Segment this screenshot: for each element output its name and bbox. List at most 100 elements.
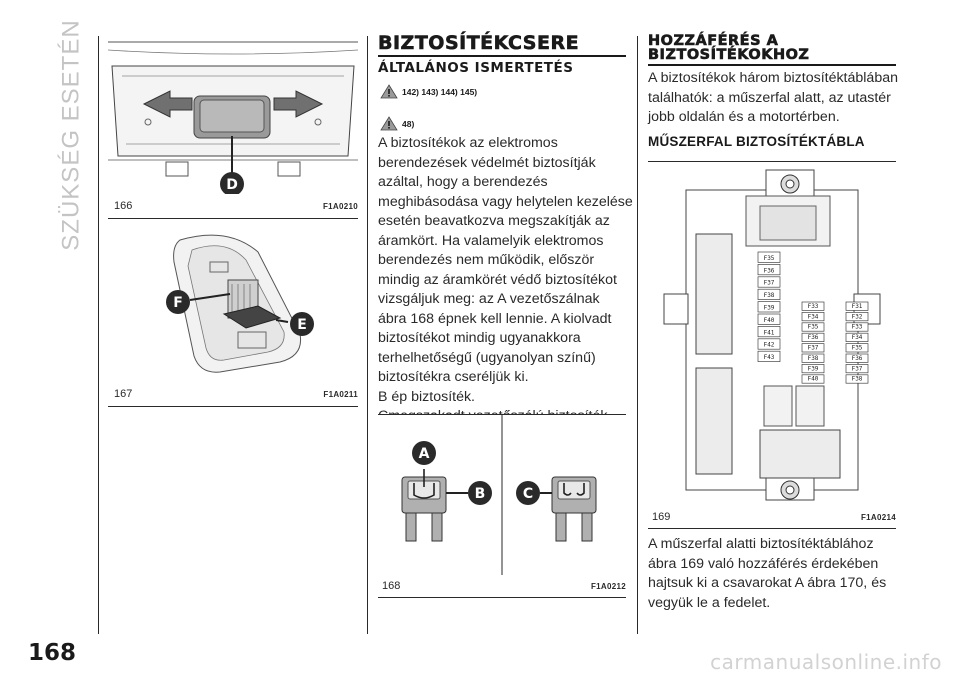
- section-label-text: SZÜKSÉG ESETÉN: [58, 19, 86, 251]
- callout-b: B: [475, 486, 486, 502]
- watermark: carmanualsonline.info: [710, 650, 942, 674]
- figure-168-rule: [378, 597, 626, 598]
- fuse-label: F40: [764, 317, 775, 324]
- access-title-line1: HOZZÁFÉRÉS A: [648, 33, 779, 49]
- outro-line: hajtsuk ki a csavarokat A ábra 170, és: [648, 575, 887, 591]
- body-line: esetén beavatkozva megszakítják az: [378, 213, 610, 229]
- access-instructions: A műszerfal alatti biztosítéktáblához áb…: [648, 535, 908, 613]
- callout-d: D: [226, 177, 238, 193]
- figure-167-caption: 167 F1A0211: [114, 388, 358, 400]
- warning-refs-2-text: 48): [402, 118, 415, 129]
- callout-c: C: [523, 486, 533, 502]
- outro-line: vegyük le a fedelet.: [648, 594, 771, 611]
- dashboard-fuse-box-heading: MŰSZERFAL BIZTOSÍTÉKTÁBLA: [648, 134, 865, 149]
- body-line: biztosítékra cseréljük ki.: [378, 369, 529, 385]
- warning-refs-1-text: 142) 143) 144) 145): [402, 86, 478, 97]
- figure-167: F E: [108, 222, 358, 380]
- figure-168-caption: 168 F1A0212: [382, 580, 626, 592]
- fuse-label: F35: [808, 324, 819, 331]
- fuse-slot: [801, 374, 825, 384]
- warning-icon: [380, 84, 398, 99]
- fuse-slot: [845, 364, 869, 374]
- figure-169-number: 169: [652, 511, 671, 523]
- figure-169-rule: [648, 528, 896, 529]
- fuse-label: F38: [808, 355, 819, 362]
- fuse-panel-cover-illustration: F E: [108, 222, 358, 380]
- callout-e: E: [297, 317, 307, 333]
- body-line: berendezés nem működik, először: [378, 252, 595, 268]
- fuse-label: F40: [808, 376, 819, 383]
- intro-line: jobb oldalán és a motortérben.: [648, 109, 840, 125]
- title-rule: [378, 55, 626, 57]
- fuse-slot: [801, 353, 825, 363]
- fuse-slot: [845, 343, 869, 353]
- column-divider-left: [98, 36, 99, 634]
- fuse-label: F32: [852, 313, 863, 320]
- body-line: terhelhetőségű (ugyanolyan színű): [378, 349, 596, 366]
- figure-166-code: F1A0210: [322, 202, 358, 211]
- body-line: azáltal, hogy a berendezés: [378, 174, 548, 190]
- warning-refs-1: 142) 143) 144) 145): [380, 84, 477, 99]
- callout-a: A: [419, 446, 430, 462]
- fuse-slot: [757, 350, 781, 362]
- figure-167-rule: [108, 406, 358, 407]
- fuse-label: F31: [852, 303, 863, 310]
- figure-166: D: [108, 36, 358, 194]
- fuse-slot: [757, 251, 781, 263]
- body-line: vizsgáljuk meg: az A vezetőszálnak: [378, 291, 600, 307]
- body-line: biztosítékot mindig ugyanakkora: [378, 330, 581, 346]
- fuse-slot: [757, 288, 781, 300]
- figure-169-caption: 169 F1A0214: [652, 511, 896, 523]
- fuse-slot: [757, 326, 781, 338]
- fuse-slot: [845, 353, 869, 363]
- fuse-label: F36: [852, 355, 863, 362]
- section-label: SZÜKSÉG ESETÉN: [52, 19, 92, 250]
- fuse-slot: [845, 322, 869, 332]
- figure-168-top-rule: [378, 414, 626, 415]
- body-line: áramkört. Ha valamelyik elektromos: [378, 232, 604, 249]
- fuse-slot: [801, 322, 825, 332]
- fuse-slot: [757, 301, 781, 313]
- fuse-slot: [757, 313, 781, 325]
- fuse-label: F39: [808, 365, 819, 372]
- fuse-slot: [845, 301, 869, 311]
- column-divider-2: [637, 36, 638, 634]
- fuse-label: F35: [852, 345, 863, 352]
- body-line: mindig az áramkörét védő biztosítékot: [378, 271, 617, 288]
- fuse-slot: [801, 332, 825, 342]
- outro-line: A műszerfal alatti biztosítéktáblához: [648, 536, 874, 552]
- dashboard-illustration: D: [108, 36, 358, 194]
- figure-167-number: 167: [114, 388, 133, 400]
- fuse-slot: [801, 301, 825, 311]
- sub-heading-rule: [648, 161, 896, 162]
- figure-166-caption: 166 F1A0210: [114, 200, 358, 212]
- section-subtitle: ÁLTALÁNOS ISMERTETÉS: [378, 60, 574, 76]
- fuse-label: F41: [764, 329, 775, 336]
- warning-refs-2: 48): [380, 116, 414, 131]
- fuse-slot: [845, 332, 869, 342]
- fuse-label: F42: [764, 342, 775, 349]
- intro-line: találhatók: a műszerfal alatt, az utasté…: [648, 89, 891, 106]
- fuse-label: F36: [808, 334, 819, 341]
- figure-169-code: F1A0214: [860, 513, 896, 522]
- body-line: ábra 168 épnek kell lennie. A kiolvadt: [378, 310, 612, 327]
- page-number: 168: [28, 640, 77, 666]
- callout-f: F: [173, 295, 183, 311]
- fuse-label: F33: [852, 324, 863, 331]
- fuse-label: F34: [808, 313, 819, 320]
- fuse-slot: [845, 374, 869, 384]
- caution-icon: [380, 116, 398, 131]
- fuse-label: F38: [852, 376, 863, 383]
- figure-166-number: 166: [114, 200, 133, 212]
- fuse-label: F35: [764, 255, 775, 262]
- fuse-label: F34: [852, 334, 863, 341]
- access-intro: A biztosítékok három biztosítéktáblában …: [648, 69, 908, 128]
- fuse-label: F37: [808, 345, 819, 352]
- intro-line: A biztosítékok három biztosítéktáblában: [648, 70, 898, 86]
- general-description: A biztosítékok az elektromos berendezése…: [378, 134, 634, 427]
- figure-168: A B C: [378, 415, 626, 575]
